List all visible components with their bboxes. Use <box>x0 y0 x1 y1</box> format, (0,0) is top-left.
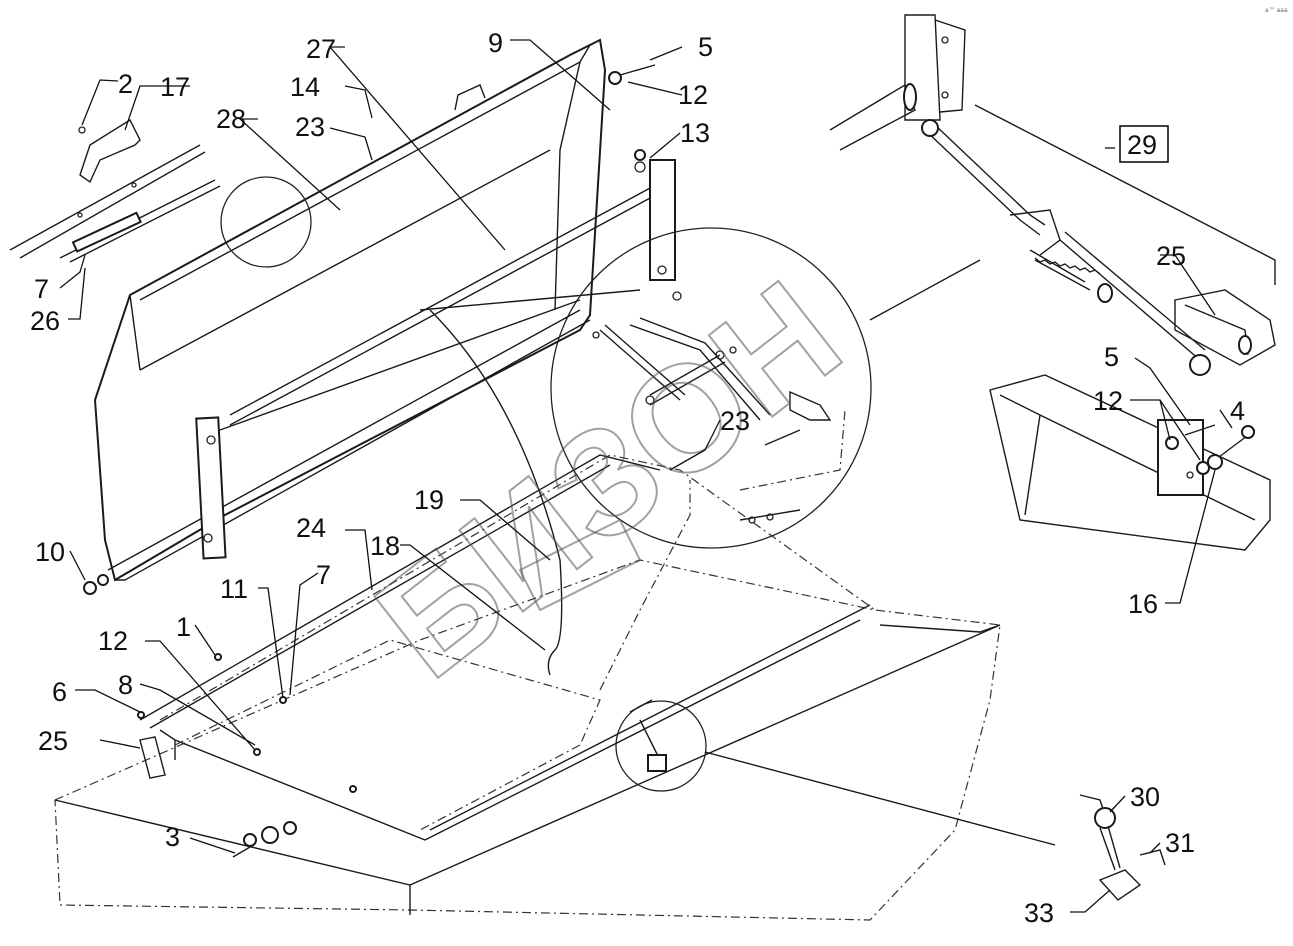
callout-5-right: 5 <box>1104 342 1119 372</box>
seal-strip-detail <box>9 118 221 263</box>
callout-23: 23 <box>720 406 750 436</box>
callout-7-mid: 7 <box>316 560 331 590</box>
leader-lines <box>59 39 1233 913</box>
detail-circle-linkage <box>550 227 872 549</box>
callout-28: 28 <box>216 104 246 134</box>
callout-12-bottom: 12 <box>98 626 128 656</box>
callout-24: 25 <box>38 726 68 756</box>
callout-11: 11 <box>220 574 248 604</box>
lid-panel <box>93 38 666 582</box>
detail-circle-latch <box>615 700 707 792</box>
callout-33: 33 <box>1024 898 1054 928</box>
callout-17: 17 <box>160 72 190 102</box>
callout-6: 6 <box>52 677 67 707</box>
callout-3: 3 <box>165 822 180 852</box>
callout-18: 18 <box>370 531 400 561</box>
callout-10: 10 <box>35 537 65 567</box>
callout-1: 1 <box>176 612 191 642</box>
callout-labels: 2 17 14 23 28 27 9 5 12 13 7 26 10 24 18… <box>30 28 1245 928</box>
callout-14: 14 <box>290 72 320 102</box>
callout-20: 23 <box>295 112 325 142</box>
callout-box-29 <box>1119 125 1169 163</box>
mechanism-right <box>829 14 1276 376</box>
callout-8: 8 <box>118 670 133 700</box>
callout-7-left: 7 <box>34 274 49 304</box>
detail-circle-handle <box>220 176 312 268</box>
callout-22: 24 <box>296 513 326 543</box>
hinge-bracket <box>634 159 682 301</box>
callout-13: 13 <box>680 118 710 148</box>
cable <box>429 309 563 676</box>
callout-29: 29 <box>1127 130 1157 160</box>
callout-25: 25 <box>1156 241 1186 271</box>
callout-31: 31 <box>1165 828 1195 858</box>
callout-30: 30 <box>1130 782 1160 812</box>
callout-12-top: 12 <box>678 80 708 110</box>
callout-26: 26 <box>30 306 60 336</box>
callout-5-top: 5 <box>698 32 713 62</box>
callout-2: 2 <box>118 69 133 99</box>
callout-4: 4 <box>1230 396 1245 426</box>
detail-leader-latch <box>704 751 1056 846</box>
pin-latch-parts <box>1079 794 1166 901</box>
callout-27: 27 <box>306 34 336 64</box>
hopper-body <box>54 454 1001 921</box>
latch-detail <box>629 699 667 772</box>
callout-16: 16 <box>1128 589 1158 619</box>
callout-9: 9 <box>488 28 503 58</box>
linkage-detail <box>592 317 846 524</box>
callout-19: 19 <box>414 485 444 515</box>
bolts-hardware <box>83 64 1256 858</box>
callout-12-right: 12 <box>1093 386 1123 416</box>
body-corner-right <box>989 374 1271 551</box>
corner-mark: a™ aaa <box>1265 7 1288 14</box>
